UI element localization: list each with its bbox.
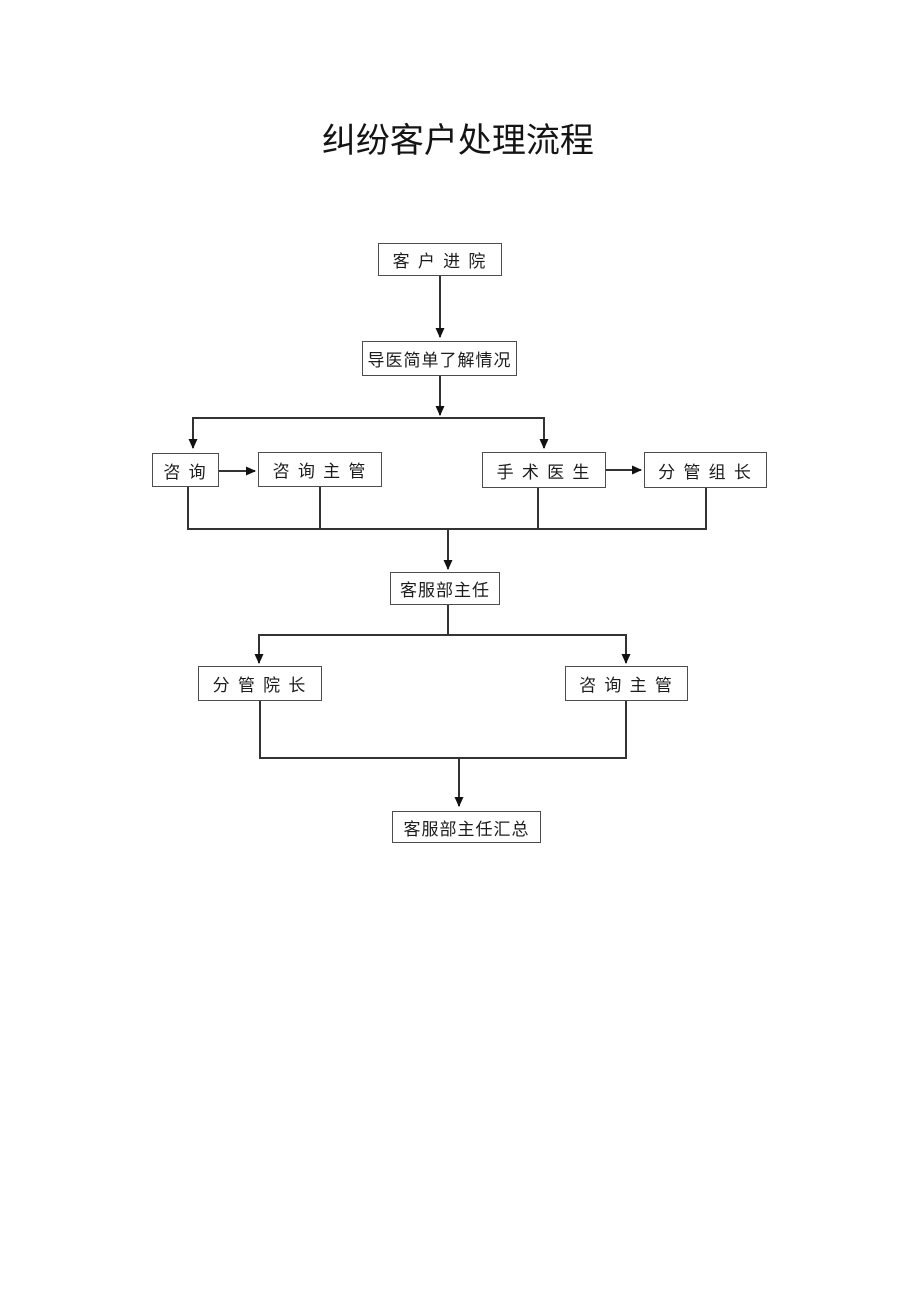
node-service-director-summary: 客服部主任汇总	[392, 811, 541, 843]
node-customer-enter: 客 户 进 院	[378, 243, 502, 276]
node-consult: 咨 询	[152, 453, 219, 487]
node-surgeon: 手 术 医 生	[482, 452, 606, 488]
node-consult-supervisor-2: 咨 询 主 管	[565, 666, 688, 701]
page-title: 纠纷客户处理流程	[321, 123, 594, 160]
node-vp-in-charge: 分 管 院 长	[198, 666, 322, 701]
node-guide-understand: 导医简单了解情况	[362, 341, 517, 376]
node-consult-supervisor: 咨 询 主 管	[258, 452, 382, 487]
node-group-leader: 分 管 组 长	[644, 452, 767, 488]
node-service-director: 客服部主任	[390, 572, 500, 605]
